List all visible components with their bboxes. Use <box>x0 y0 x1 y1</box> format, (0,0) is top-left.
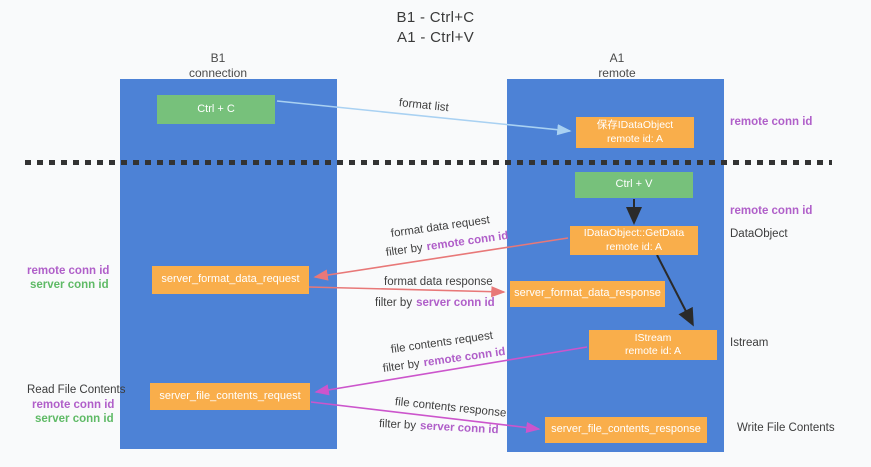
getdata-line2: remote id: A <box>605 240 663 253</box>
ctrl-c-label: Ctrl + C <box>197 102 235 115</box>
column-b1-name: B1 <box>210 51 226 65</box>
filter-by-prefix-4: filter by <box>378 418 417 432</box>
format-data-response-label: format data response <box>384 276 493 288</box>
server-file-contents-response-box[interactable]: server_file_contents_response <box>545 417 707 443</box>
left-remote-conn-id-label-1: remote conn id <box>27 265 110 277</box>
getdata-line1: IDataObject::GetData <box>583 227 685 240</box>
left-server-conn-id-label-1: server conn id <box>30 279 109 291</box>
save-idataobject-box[interactable]: 保存IDataObject remote id: A <box>576 117 694 148</box>
server-format-data-response-label: server_format_data_response <box>514 287 661 300</box>
file-contents-response-label: file contents response <box>394 396 507 420</box>
column-b1-subtitle: connection <box>188 66 248 80</box>
istream-line1: IStream <box>634 331 672 344</box>
server-file-contents-response-label: server_file_contents_response <box>551 423 701 436</box>
ctrl-c-box[interactable]: Ctrl + C <box>157 95 275 124</box>
left-server-conn-id-label-2: server conn id <box>35 413 114 425</box>
phase-divider-dashed-line <box>25 160 832 165</box>
filter-by-server-id-1: server conn id <box>416 297 495 309</box>
server-file-contents-request-label: server_file_contents_request <box>159 389 301 402</box>
server-format-data-request-box[interactable]: server_format_data_request <box>152 266 309 294</box>
column-a1-subtitle: remote <box>598 66 636 80</box>
right-remote-conn-id-label-1: remote conn id <box>730 116 813 128</box>
server-file-contents-request-box[interactable]: server_file_contents_request <box>150 383 310 410</box>
filter-by-prefix-1: filter by <box>385 241 424 259</box>
istream-box[interactable]: IStream remote id: A <box>589 330 717 360</box>
idataobject-getdata-box[interactable]: IDataObject::GetData remote id: A <box>570 226 698 255</box>
column-header-b1: B1 connection <box>168 51 268 81</box>
filter-by-prefix-2: filter by <box>375 297 413 309</box>
server-format-data-request-label: server_format_data_request <box>161 273 300 286</box>
server-format-data-response-box[interactable]: server_format_data_response <box>510 281 665 307</box>
read-file-contents-label: Read File Contents <box>27 384 126 396</box>
column-header-a1: A1 remote <box>567 51 667 81</box>
write-file-contents-label: Write File Contents <box>737 422 835 434</box>
ctrl-v-label: Ctrl + V <box>615 178 653 191</box>
istream-line2: remote id: A <box>624 345 682 357</box>
save-idataobject-line2: remote id: A <box>606 132 664 145</box>
diagram-title-line1: B1 - Ctrl+C <box>396 9 475 26</box>
dataobject-label: DataObject <box>730 228 788 240</box>
filter-by-server-id-2: server conn id <box>419 420 499 437</box>
ctrl-v-box[interactable]: Ctrl + V <box>575 172 693 198</box>
column-a1-name: A1 <box>609 51 625 65</box>
diagram-title-line2: A1 - Ctrl+V <box>396 29 475 46</box>
filter-by-prefix-3: filter by <box>382 357 421 375</box>
left-remote-conn-id-label-2: remote conn id <box>32 399 115 411</box>
save-idataobject-line1: 保存IDataObject <box>596 119 674 132</box>
istream-side-label: Istream <box>730 337 769 349</box>
format-list-label: format list <box>398 97 450 115</box>
right-remote-conn-id-label-2: remote conn id <box>730 205 813 217</box>
